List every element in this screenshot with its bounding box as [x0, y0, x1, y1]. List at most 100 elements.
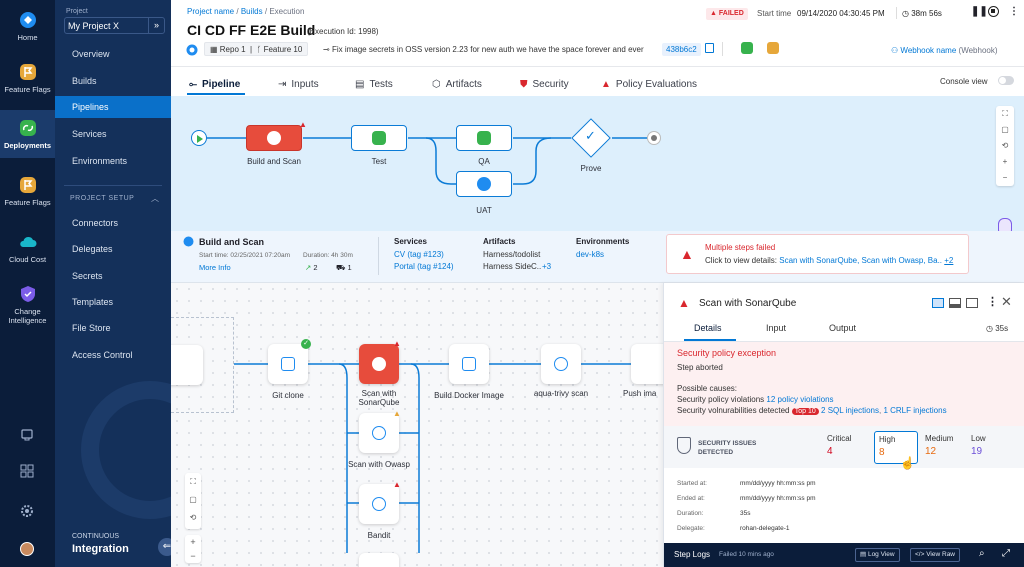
more-icon[interactable]: ⋮	[987, 296, 998, 308]
step-bandit[interactable]	[359, 484, 399, 524]
start-label: Start time	[757, 9, 792, 18]
panel-tab-input[interactable]: Input	[766, 323, 787, 333]
close-icon[interactable]: ✕	[1001, 294, 1012, 309]
nav-pipelines[interactable]: Pipelines	[55, 96, 171, 118]
nav-secrets[interactable]: Secrets	[72, 271, 103, 281]
step-scan-sonarqube[interactable]	[359, 344, 399, 384]
zoom-out-icon[interactable]: −	[190, 551, 196, 561]
step-node-partial[interactable]	[171, 345, 203, 385]
stage-uat[interactable]	[456, 171, 512, 197]
tab-pipeline[interactable]: ⟜Pipeline	[189, 76, 240, 92]
tab-tests[interactable]: ▤Tests	[355, 76, 393, 92]
zoom-in-icon[interactable]: +	[1002, 157, 1008, 166]
avatar[interactable]	[20, 542, 34, 556]
stage-test[interactable]	[351, 125, 407, 151]
copy-icon[interactable]	[705, 43, 714, 53]
webhook-name[interactable]: Webhook name	[900, 46, 957, 55]
view-raw-button[interactable]: </> View Raw	[910, 548, 960, 562]
zoom-out-icon[interactable]: −	[1002, 173, 1008, 182]
reset-icon[interactable]: ⟲	[189, 513, 197, 522]
cause-link[interactable]: 12 policy violations	[766, 395, 834, 404]
causes-heading: Possible causes:	[677, 384, 738, 393]
gear-icon[interactable]	[19, 503, 35, 519]
project-name: My Project X	[68, 21, 120, 31]
grid-icon[interactable]	[19, 463, 35, 479]
alert-more-link[interactable]: +2	[944, 256, 954, 265]
divider	[171, 66, 1024, 67]
help-icon[interactable]	[19, 426, 35, 442]
nav-delegates[interactable]: Delegates	[72, 244, 113, 254]
zoom-in-icon[interactable]: +	[190, 537, 196, 547]
nav-overview[interactable]: Overview	[72, 49, 110, 59]
warning-icon: ▲	[393, 339, 401, 348]
module-rail: Home Feature Flags Deployments Feature F…	[0, 0, 55, 567]
more-info-link[interactable]: More Info	[199, 263, 231, 272]
failure-alert[interactable]: ▲ Multiple steps failed Click to view de…	[666, 234, 969, 274]
cause-link[interactable]: 2 SQL injections	[821, 406, 879, 415]
layout-right-icon[interactable]	[932, 298, 944, 308]
stage-build-and-scan[interactable]	[246, 125, 302, 151]
nav-environments[interactable]: Environments	[72, 156, 128, 166]
tab-policy-evaluations[interactable]: ▲Policy Evaluations	[601, 76, 697, 92]
step-node-extra[interactable]	[359, 553, 399, 567]
artifacts-more-link[interactable]: +3	[542, 262, 552, 271]
project-selector[interactable]: My Project X »	[64, 17, 165, 34]
select-icon[interactable]: ▢	[1001, 125, 1009, 134]
rail-cloud-cost[interactable]: Cloud Cost	[0, 232, 55, 268]
breadcrumb-builds[interactable]: Builds	[240, 7, 263, 16]
layout-float-icon[interactable]	[966, 298, 978, 308]
commit-icon: ⊸	[323, 45, 332, 54]
select-icon[interactable]: ▢	[189, 495, 197, 504]
log-view-button[interactable]: ▤ Log View	[855, 548, 900, 562]
rail-deployments[interactable]: Deployments	[0, 110, 55, 158]
service-link[interactable]: Portal (tag #124)	[394, 262, 454, 271]
nav-services[interactable]: Services	[72, 129, 107, 139]
nav-builds[interactable]: Builds	[72, 76, 97, 86]
nav-templates[interactable]: Templates	[72, 297, 114, 307]
cause-link[interactable]: 1 CRLF injections	[883, 406, 947, 415]
environment-link[interactable]: dev-k8s	[576, 250, 605, 259]
nav-access-control[interactable]: Access Control	[72, 350, 133, 360]
step-git-clone[interactable]	[268, 344, 308, 384]
pause-button[interactable]: ❚❚	[971, 6, 988, 17]
stage-qa[interactable]	[456, 125, 512, 151]
tab-artifacts[interactable]: ⬡Artifacts	[432, 76, 482, 92]
rail-home[interactable]: Home	[0, 10, 55, 46]
nav-connectors[interactable]: Connectors	[72, 218, 119, 228]
meta-value: 35s	[740, 510, 751, 517]
step-logs-footer[interactable]: Step Logs Failed 10 mins ago ▤ Log View …	[664, 543, 1024, 567]
console-view-toggle[interactable]	[998, 76, 1014, 85]
tab-inputs[interactable]: ⇥Inputs	[278, 76, 319, 92]
alert-links[interactable]: Scan with SonarQube, Scan with Owasp, Ba…	[779, 256, 943, 265]
watermark-graphic	[81, 381, 171, 519]
search-icon[interactable]: ⌕	[979, 548, 985, 559]
more-icon[interactable]: ⋮	[1009, 6, 1019, 17]
rail-feature-flags-2[interactable]: Feature Flags	[0, 175, 55, 215]
fit-icon[interactable]: ⛶	[1002, 109, 1008, 118]
stop-button[interactable]	[988, 6, 999, 17]
fit-icon[interactable]: ⛶	[190, 477, 196, 486]
breadcrumb-project[interactable]: Project name	[187, 7, 235, 16]
webhook-icon: ⚇	[891, 46, 901, 55]
shield-icon: ⛊	[520, 78, 528, 90]
step-build-docker[interactable]	[449, 344, 489, 384]
nav-file-store[interactable]: File Store	[72, 323, 111, 333]
layout-bottom-icon[interactable]	[949, 298, 961, 308]
service-link[interactable]: CV (tag #123)	[394, 250, 444, 259]
step-push[interactable]	[631, 344, 663, 384]
panel-tab-details[interactable]: Details	[694, 323, 722, 333]
reset-icon[interactable]: ⟲	[1001, 141, 1009, 150]
step-scan-owasp[interactable]	[359, 413, 399, 453]
step-aqua-trivy[interactable]	[541, 344, 581, 384]
commit-hash[interactable]: 438b6c2	[662, 43, 701, 56]
rail-change-intelligence[interactable]: Change Intelligence	[0, 284, 55, 330]
tab-security[interactable]: ⛊Security	[520, 76, 569, 92]
chevron-up-icon[interactable]: ︿	[151, 194, 159, 203]
panel-tab-output[interactable]: Output	[829, 323, 857, 333]
expand-icon[interactable]: ⤢	[1002, 548, 1010, 559]
rail-feature-flags[interactable]: Feature Flags	[0, 62, 55, 102]
